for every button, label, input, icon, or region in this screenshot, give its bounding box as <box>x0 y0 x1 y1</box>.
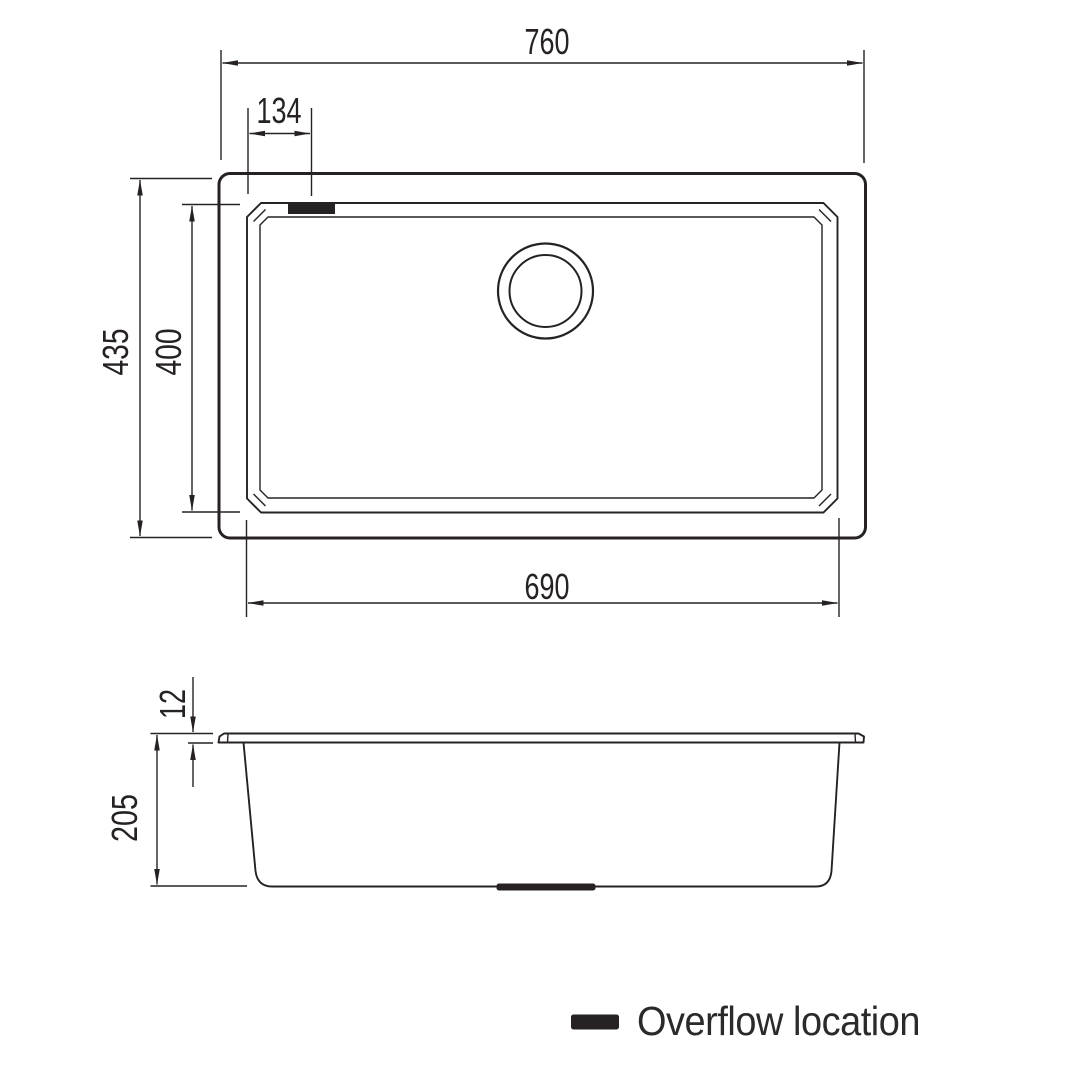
bowl-profile <box>242 742 841 888</box>
bowl-corner-chamfer <box>253 209 266 222</box>
rim-profile <box>217 732 865 744</box>
bowl-corner-chamfer <box>818 209 832 222</box>
dimension-bowl-height: 400 <box>148 203 240 513</box>
dimension-label: 12 <box>152 689 193 719</box>
bowl-rim-inner-edge <box>259 216 823 499</box>
dimension-overall-width: 760 <box>220 21 865 163</box>
drain-icon <box>496 242 595 340</box>
dimension-bowl-depth: 205 <box>104 734 247 887</box>
bowl-rim-outer-edge <box>246 202 839 514</box>
rim-end-tick <box>854 733 857 743</box>
dimension-label: 134 <box>257 90 302 131</box>
drain-outer-circle <box>496 242 595 340</box>
dimension-overflow-offset: 134 <box>247 90 313 196</box>
dimension-bowl-width: 690 <box>245 518 840 617</box>
bowl-corner-chamfers <box>253 209 832 507</box>
sink-outer-edge <box>217 172 867 540</box>
drain-boss <box>496 883 596 891</box>
dimension-rim-thickness: 12 <box>150 677 213 787</box>
legend: Overflow location <box>571 998 921 1044</box>
rim-end-tick <box>226 733 229 743</box>
side-view-elevation <box>217 732 865 891</box>
dimension-label: 760 <box>525 21 570 62</box>
overflow-swatch-icon <box>571 1014 619 1030</box>
bowl-corner-chamfer <box>818 493 832 507</box>
legend-label: Overflow location <box>637 998 920 1044</box>
dimension-overall-height: 435 <box>95 177 212 539</box>
dimension-label: 205 <box>104 794 145 842</box>
dimension-label: 690 <box>525 566 570 607</box>
dimension-label: 400 <box>148 329 189 376</box>
dimension-label: 435 <box>95 329 136 376</box>
top-view-plan <box>217 172 867 540</box>
bowl-corner-chamfer <box>253 493 266 507</box>
overflow-marker <box>288 202 335 214</box>
drain-inner-circle <box>508 254 583 328</box>
